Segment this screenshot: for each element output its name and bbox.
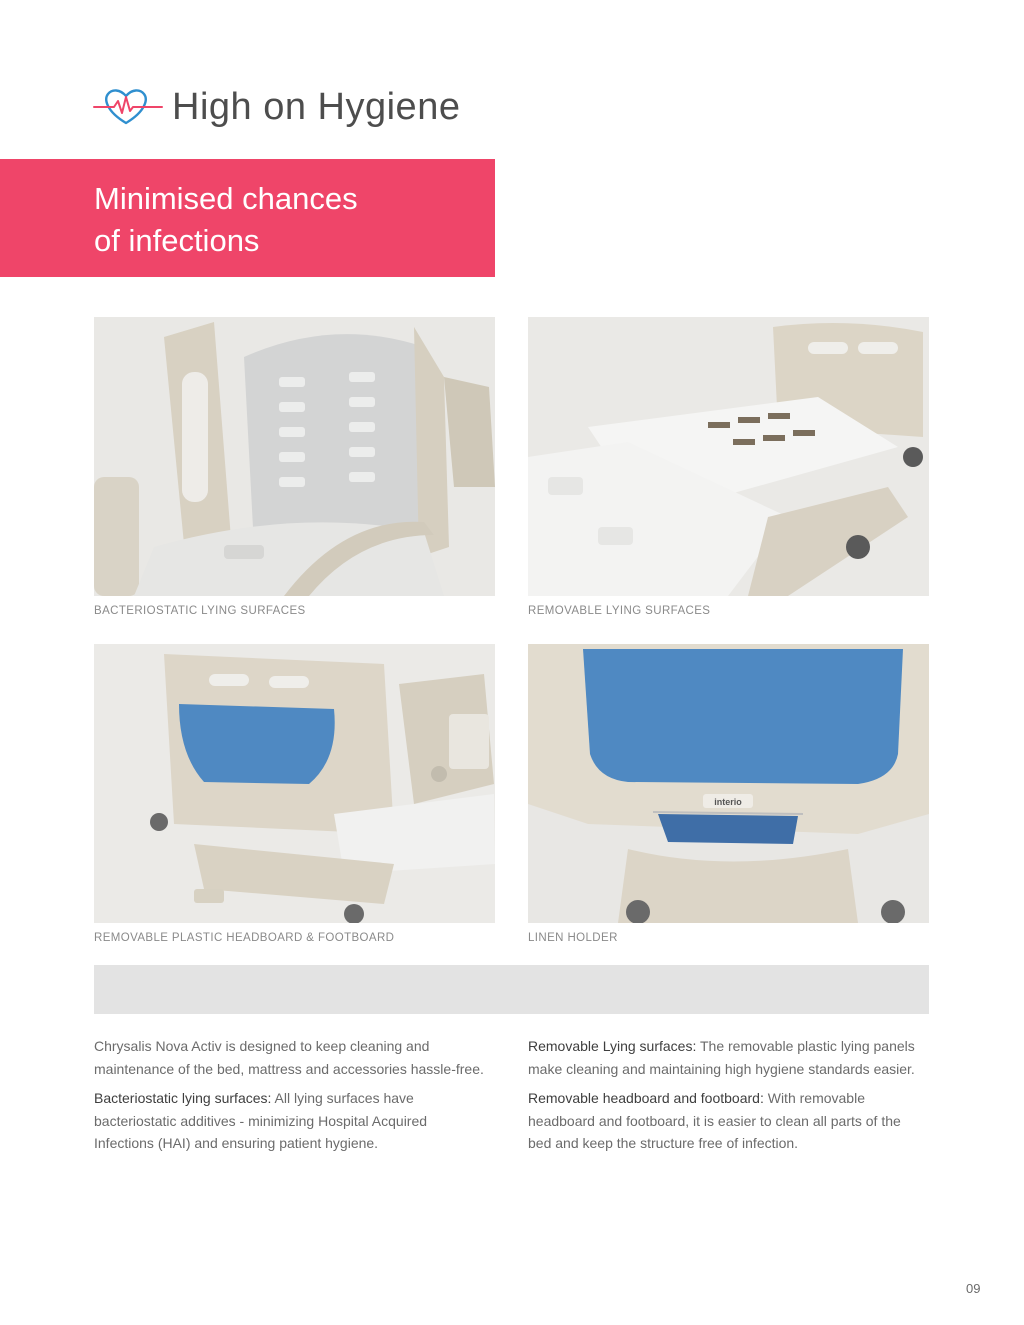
highlight-banner [0, 159, 495, 277]
paragraph-bacteriostatic: Bacteriostatic lying surfaces: All lying… [94, 1087, 489, 1155]
brand-label: interio [714, 797, 742, 807]
banner-title: Minimised chances of infections [94, 178, 474, 262]
caption-linen-holder: LINEN HOLDER [528, 932, 618, 944]
banner-title-line-2: of infections [94, 223, 260, 258]
section-heading: High on Hygiene [92, 82, 460, 132]
body-column-right: Removable Lying surfaces: The removable … [528, 1035, 923, 1162]
paragraph-intro: Chrysalis Nova Activ is designed to keep… [94, 1035, 489, 1080]
body-column-left: Chrysalis Nova Activ is designed to keep… [94, 1035, 489, 1162]
paragraph-lead: Removable headboard and footboard: [528, 1090, 764, 1107]
photo-removable-lying-surfaces [528, 317, 929, 596]
photo-linen-holder: interio [528, 644, 929, 923]
paragraph-removable-headboard: Removable headboard and footboard: With … [528, 1087, 923, 1155]
caption-removable-headboard: REMOVABLE PLASTIC HEADBOARD & FOOTBOARD [94, 932, 395, 944]
paragraph-lead: Removable Lying surfaces: [528, 1038, 697, 1054]
paragraph-lead: Bacteriostatic lying surfaces: [94, 1090, 272, 1107]
page-title: High on Hygiene [172, 85, 461, 128]
caption-removable-lying: REMOVABLE LYING SURFACES [528, 605, 711, 617]
page-number: 09 [966, 1281, 981, 1296]
paragraph-intro-text: Chrysalis Nova Activ is designed to keep… [94, 1038, 484, 1077]
paragraph-text: The removable plastic lying panels make … [528, 1038, 915, 1077]
heartbeat-icon [92, 85, 164, 129]
photo-removable-headboard-footboard [94, 644, 495, 923]
paragraph-text: All lying surfaces have bacteriostatic a… [94, 1090, 428, 1152]
photo-bacteriostatic-lying-surfaces [94, 317, 495, 596]
banner-title-line-1: Minimised chances [94, 181, 358, 216]
paragraph-text: With removable headboard and footboard, … [528, 1090, 901, 1152]
grey-divider-bar [94, 965, 929, 1014]
paragraph-removable-lying: Removable Lying surfaces: The removable … [528, 1035, 923, 1080]
caption-bacteriostatic: BACTERIOSTATIC LYING SURFACES [94, 605, 306, 617]
